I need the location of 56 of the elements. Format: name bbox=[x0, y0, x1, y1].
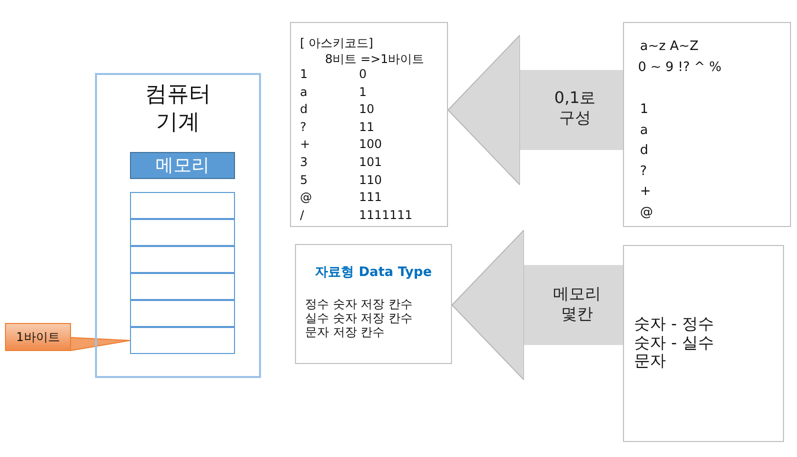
char-range-text: 0 ~ 9 !? ^ % bbox=[638, 60, 722, 75]
callout-pointer bbox=[70, 337, 130, 351]
block-arrow bbox=[452, 230, 623, 380]
edge-label: 메모리 몇칸 bbox=[552, 284, 602, 324]
table-heading: [ 아스키코드] bbox=[300, 35, 374, 52]
table-text: 5 bbox=[300, 172, 308, 187]
type-text: 숫자 - 정수 bbox=[634, 314, 714, 333]
device-title: 컴퓨터 기계 bbox=[144, 81, 212, 137]
table-text: d bbox=[300, 102, 308, 116]
text-box bbox=[295, 244, 452, 364]
callout-text: 1바이트 bbox=[15, 329, 61, 346]
table-text: 111 bbox=[359, 190, 382, 204]
type-text: 숫자 - 실수 bbox=[634, 332, 714, 352]
table-text: 1 bbox=[300, 67, 308, 81]
memory-cell bbox=[130, 219, 235, 246]
char-text: + bbox=[640, 184, 651, 200]
memory-cell bbox=[130, 273, 235, 300]
table-text: @ bbox=[300, 190, 312, 204]
type-text: 실수 숫자 저장 칸수 bbox=[305, 311, 412, 325]
memory-label: 메모리 bbox=[154, 154, 210, 178]
table-text: / bbox=[300, 208, 304, 222]
char-text: a bbox=[640, 122, 648, 138]
memory-cell bbox=[130, 246, 235, 273]
block-arrow bbox=[448, 34, 623, 186]
callout-box bbox=[5, 323, 71, 351]
text-box bbox=[623, 22, 791, 227]
table-text: 101 bbox=[359, 155, 382, 169]
memory-cell bbox=[130, 327, 235, 354]
char-range-text: a~z A~Z bbox=[640, 39, 699, 54]
table-text: 1111111 bbox=[359, 208, 412, 222]
text-box bbox=[623, 245, 784, 442]
table-text: 100 bbox=[359, 137, 382, 152]
char-text: @ bbox=[640, 205, 653, 220]
box-heading: 자료형 Data Type bbox=[314, 264, 433, 281]
table-text: ? bbox=[300, 120, 306, 134]
char-text: 1 bbox=[640, 102, 648, 117]
edge-label: 0,1로 구성 bbox=[553, 88, 597, 128]
table-text: 11 bbox=[359, 120, 374, 134]
table-text: 1 bbox=[359, 84, 367, 99]
table-text: + bbox=[300, 137, 310, 152]
memory-bar bbox=[130, 152, 235, 179]
table-subheading: 8비트 =>1바이트 bbox=[325, 51, 424, 68]
type-text: 정수 숫자 저장 칸수 bbox=[305, 297, 412, 311]
table-text: 0 bbox=[359, 67, 367, 81]
memory-cell bbox=[130, 300, 235, 327]
table-text: 10 bbox=[359, 102, 374, 116]
table-text: 110 bbox=[359, 172, 382, 187]
text-box bbox=[290, 22, 448, 227]
char-text: d bbox=[640, 143, 648, 158]
table-text: a bbox=[300, 84, 308, 99]
memory-cell bbox=[130, 192, 235, 219]
type-text: 문자 bbox=[634, 351, 666, 370]
device-box bbox=[95, 73, 261, 378]
type-text: 문자 저장 칸수 bbox=[305, 325, 385, 339]
table-text: 3 bbox=[300, 155, 308, 169]
char-text: ? bbox=[640, 164, 647, 179]
